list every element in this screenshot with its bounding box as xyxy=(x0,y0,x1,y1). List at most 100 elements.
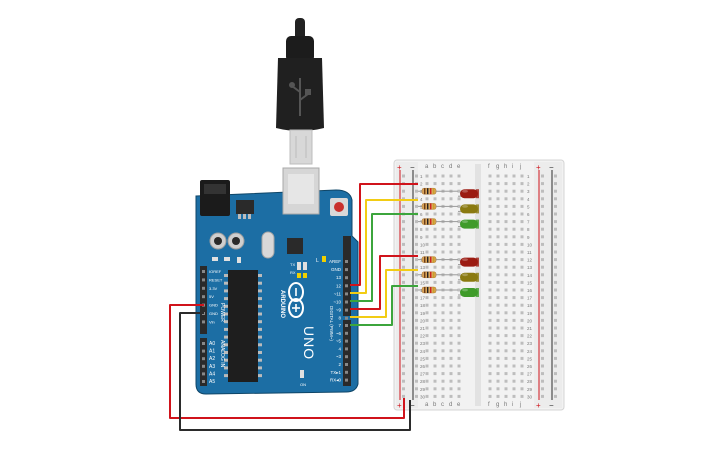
breadboard-hole[interactable] xyxy=(488,356,492,360)
breadboard-hole[interactable] xyxy=(496,197,500,201)
rail-hole[interactable] xyxy=(554,288,557,292)
resistor[interactable] xyxy=(418,286,458,294)
breadboard-hole[interactable] xyxy=(520,372,524,376)
breadboard-hole[interactable] xyxy=(425,311,429,315)
rail-hole[interactable] xyxy=(541,174,544,178)
wire-pin9-row12[interactable] xyxy=(350,255,418,310)
breadboard-hole[interactable] xyxy=(433,242,437,246)
rail-hole[interactable] xyxy=(402,296,405,300)
rail-hole[interactable] xyxy=(402,174,405,178)
breadboard-hole[interactable] xyxy=(433,349,437,353)
rail-hole[interactable] xyxy=(402,311,405,315)
power-header[interactable] xyxy=(200,266,207,334)
rail-hole[interactable] xyxy=(541,356,544,360)
breadboard-hole[interactable] xyxy=(457,318,461,322)
breadboard-hole[interactable] xyxy=(449,394,453,398)
breadboard-hole[interactable] xyxy=(512,311,516,315)
breadboard-hole[interactable] xyxy=(425,341,429,345)
breadboard-hole[interactable] xyxy=(457,197,461,201)
breadboard-hole[interactable] xyxy=(512,394,516,398)
breadboard-hole[interactable] xyxy=(496,258,500,262)
digital-pin[interactable] xyxy=(345,292,348,296)
rail-hole[interactable] xyxy=(415,303,418,307)
breadboard-hole[interactable] xyxy=(504,364,508,368)
rail-hole[interactable] xyxy=(402,387,405,391)
rail-hole[interactable] xyxy=(554,364,557,368)
breadboard-hole[interactable] xyxy=(433,212,437,216)
breadboard-hole[interactable] xyxy=(425,372,429,376)
breadboard-hole[interactable] xyxy=(449,303,453,307)
rail-hole[interactable] xyxy=(402,204,405,208)
breadboard-hole[interactable] xyxy=(457,387,461,391)
breadboard-hole[interactable] xyxy=(425,364,429,368)
rail-hole[interactable] xyxy=(541,334,544,338)
breadboard-hole[interactable] xyxy=(441,197,445,201)
breadboard-hole[interactable] xyxy=(504,288,508,292)
breadboard-hole[interactable] xyxy=(457,220,461,224)
rail-hole[interactable] xyxy=(541,296,544,300)
rail-hole[interactable] xyxy=(402,227,405,231)
rail-hole[interactable] xyxy=(402,242,405,246)
rail-hole[interactable] xyxy=(415,288,418,292)
breadboard-hole[interactable] xyxy=(520,334,524,338)
rail-hole[interactable] xyxy=(415,197,418,201)
rail-hole[interactable] xyxy=(402,273,405,277)
rail-hole[interactable] xyxy=(554,265,557,269)
breadboard-hole[interactable] xyxy=(441,364,445,368)
rail-hole[interactable] xyxy=(402,189,405,193)
breadboard-hole[interactable] xyxy=(457,258,461,262)
breadboard-hole[interactable] xyxy=(488,318,492,322)
breadboard-hole[interactable] xyxy=(496,311,500,315)
rail-hole[interactable] xyxy=(541,394,544,398)
breadboard-hole[interactable] xyxy=(457,189,461,193)
breadboard-hole[interactable] xyxy=(520,296,524,300)
breadboard-hole[interactable] xyxy=(496,204,500,208)
breadboard-hole[interactable] xyxy=(441,182,445,186)
rail-hole[interactable] xyxy=(541,364,544,368)
analog-pin[interactable] xyxy=(202,357,205,361)
breadboard-hole[interactable] xyxy=(512,182,516,186)
breadboard-hole[interactable] xyxy=(433,387,437,391)
breadboard-hole[interactable] xyxy=(441,250,445,254)
breadboard-hole[interactable] xyxy=(496,227,500,231)
breadboard-hole[interactable] xyxy=(433,250,437,254)
rail-hole[interactable] xyxy=(402,341,405,345)
breadboard-hole[interactable] xyxy=(496,182,500,186)
rail-hole[interactable] xyxy=(415,280,418,284)
breadboard-hole[interactable] xyxy=(441,242,445,246)
breadboard-hole[interactable] xyxy=(520,280,524,284)
breadboard-hole[interactable] xyxy=(520,326,524,330)
breadboard-hole[interactable] xyxy=(520,394,524,398)
analog-pin[interactable] xyxy=(202,349,205,353)
breadboard-hole[interactable] xyxy=(488,265,492,269)
breadboard-hole[interactable] xyxy=(512,379,516,383)
breadboard-hole[interactable] xyxy=(449,364,453,368)
digital-pin[interactable] xyxy=(345,331,348,335)
rail-hole[interactable] xyxy=(402,364,405,368)
breadboard-hole[interactable] xyxy=(496,296,500,300)
arduino-uno-board[interactable]: TX RX L ON ARDUINO UNO POWER ANALOG IN D… xyxy=(195,167,359,395)
breadboard-hole[interactable] xyxy=(512,242,516,246)
rail-hole[interactable] xyxy=(554,212,557,216)
breadboard-hole[interactable] xyxy=(457,174,461,178)
breadboard-hole[interactable] xyxy=(441,280,445,284)
breadboard-hole[interactable] xyxy=(504,212,508,216)
breadboard-hole[interactable] xyxy=(520,349,524,353)
breadboard-hole[interactable] xyxy=(488,379,492,383)
rail-hole[interactable] xyxy=(554,296,557,300)
power-pin[interactable] xyxy=(202,295,205,299)
breadboard-hole[interactable] xyxy=(441,356,445,360)
breadboard-hole[interactable] xyxy=(488,349,492,353)
rail-hole[interactable] xyxy=(541,349,544,353)
breadboard-hole[interactable] xyxy=(496,349,500,353)
rail-hole[interactable] xyxy=(554,250,557,254)
breadboard-hole[interactable] xyxy=(457,182,461,186)
breadboard-hole[interactable] xyxy=(512,220,516,224)
breadboard-hole[interactable] xyxy=(441,372,445,376)
breadboard-hole[interactable] xyxy=(425,182,429,186)
components[interactable] xyxy=(418,187,479,297)
rail-hole[interactable] xyxy=(415,311,418,315)
rail-hole[interactable] xyxy=(415,174,418,178)
breadboard-hole[interactable] xyxy=(457,311,461,315)
rail-hole[interactable] xyxy=(541,204,544,208)
